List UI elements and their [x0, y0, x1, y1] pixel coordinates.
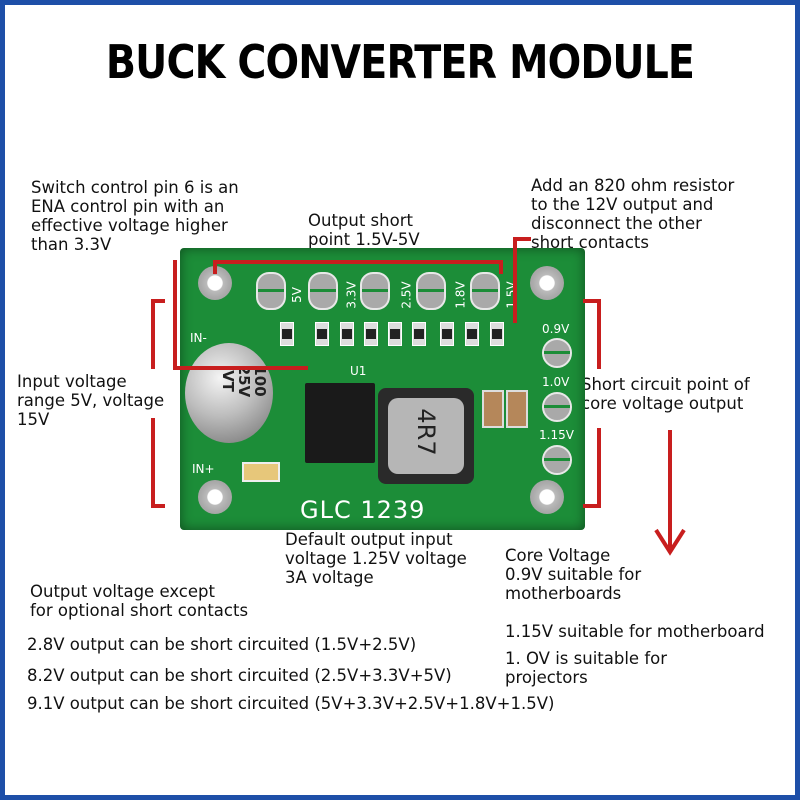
- core-voltage-note: Core Voltage 0.9V suitable for motherboa…: [505, 546, 642, 603]
- default-output-note: Default output input voltage 1.25V volta…: [285, 530, 467, 587]
- marker-line: [213, 260, 217, 274]
- output-except-note: Output voltage except for optional short…: [30, 582, 249, 620]
- core-pad: [542, 338, 572, 368]
- resistor: [315, 322, 329, 346]
- core-115-note: 1.15V suitable for motherboard: [505, 622, 765, 641]
- mount-hole: [198, 480, 232, 514]
- input-bracket: [151, 504, 165, 508]
- resistor: [465, 322, 479, 346]
- marker-line: [173, 260, 177, 370]
- ic-chip: [305, 383, 375, 463]
- short-pad: [308, 272, 338, 310]
- short-pad: [470, 272, 500, 310]
- input-bracket: [151, 299, 165, 303]
- core-bracket: [597, 428, 601, 508]
- output-line-3: 9.1V output can be short circuited (5V+3…: [27, 694, 555, 713]
- mount-hole: [530, 266, 564, 300]
- pad-label-2v5: 2.5V: [399, 281, 414, 309]
- ic-label: U1: [350, 364, 367, 378]
- input-minus-label: IN-: [190, 331, 207, 345]
- side-pad-label-0v9: 0.9V: [542, 322, 570, 336]
- short-pad: [360, 272, 390, 310]
- input-component: [242, 462, 280, 482]
- side-pad-label-1v0: 1.0V: [542, 375, 570, 389]
- resistor: [440, 322, 454, 346]
- core-bracket: [583, 504, 601, 508]
- core-10-note: 1. OV is suitable for projectors: [505, 649, 668, 687]
- resistor-note: Add an 820 ohm resistor to the 12V outpu…: [531, 176, 735, 252]
- switch-pin-note: Switch control pin 6 is an ENA control p…: [31, 178, 239, 254]
- marker-line: [213, 260, 503, 264]
- poster-frame: BUCK CONVERTER MODULE Switch control pin…: [5, 5, 795, 795]
- input-plus-label: IN+: [192, 462, 215, 476]
- mount-hole: [530, 480, 564, 514]
- inductor-marking: 4R7: [412, 408, 440, 456]
- model-label: GLC 1239: [300, 496, 426, 524]
- output-line-1: 2.8V output can be short circuited (1.5V…: [27, 635, 417, 654]
- resistor: [490, 322, 504, 346]
- resistor: [340, 322, 354, 346]
- core-bracket: [583, 299, 601, 303]
- resistor: [280, 322, 294, 346]
- output-short-note: Output short point 1.5V-5V: [308, 211, 420, 249]
- electrolytic-capacitor: 100 25V VT: [185, 343, 273, 443]
- side-pad-label-1v15: 1.15V: [539, 428, 574, 442]
- resistor: [364, 322, 378, 346]
- resistor: [388, 322, 402, 346]
- pad-label-1v8: 1.8V: [453, 281, 468, 309]
- input-bracket: [151, 418, 155, 508]
- pad-label-3v3: 3.3V: [344, 281, 359, 309]
- input-bracket: [151, 299, 155, 369]
- core-pad: [542, 445, 572, 475]
- marker-line: [513, 237, 517, 323]
- input-voltage-note: Input voltage range 5V, voltage 15V: [17, 372, 165, 429]
- output-capacitor: [482, 390, 504, 428]
- inductor: 4R7: [378, 388, 474, 484]
- marker-line: [173, 366, 308, 370]
- short-pad: [416, 272, 446, 310]
- page-title: BUCK CONVERTER MODULE: [105, 35, 695, 89]
- capacitor-marking: 100 25V VT: [219, 364, 269, 398]
- resistor: [412, 322, 426, 346]
- down-arrow-icon: [654, 430, 686, 556]
- output-capacitor: [506, 390, 528, 428]
- pcb-board: 5V 3.3V 2.5V 1.8V 1.5V 0.9V 1.0V 1.15V 1…: [180, 248, 585, 530]
- core-bracket: [597, 299, 601, 369]
- short-core-note: Short circuit point of core voltage outp…: [581, 375, 750, 413]
- short-pad: [256, 272, 286, 310]
- marker-line: [499, 260, 503, 274]
- marker-line: [513, 237, 531, 241]
- core-pad: [542, 392, 572, 422]
- pad-label-5v: 5V: [289, 287, 304, 303]
- output-line-2: 8.2V output can be short circuited (2.5V…: [27, 666, 452, 685]
